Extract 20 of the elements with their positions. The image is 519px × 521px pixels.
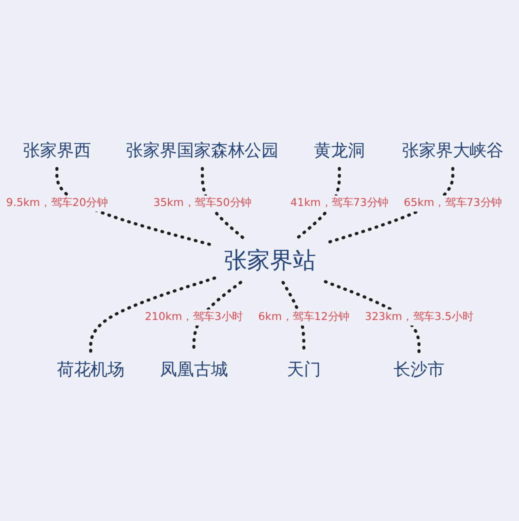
node-text: 张家界国家森林公园 xyxy=(126,142,279,161)
edge-label: 323km，驾车3.5小时 xyxy=(364,310,474,324)
node-text: 张家界大峡谷 xyxy=(402,142,504,161)
node-text: 天门 xyxy=(286,360,321,380)
edge-label: 35km，驾车50分钟 xyxy=(153,197,252,210)
node-text: 张家界站 xyxy=(224,247,316,274)
edge-label: 9.5km，驾车20分钟 xyxy=(6,197,108,210)
connector xyxy=(295,166,341,240)
connector xyxy=(200,166,246,240)
node-text: 黄龙洞 xyxy=(314,142,365,161)
node-text: 荷花机场 xyxy=(56,360,125,380)
connector xyxy=(89,276,216,354)
edge-label: 41km，驾车73分钟 xyxy=(290,197,388,210)
node-text: 凤凰古城 xyxy=(160,360,228,380)
edge-label: 65km，驾车73分钟 xyxy=(404,197,502,210)
edge-label: 6km，驾车12分钟 xyxy=(258,310,350,324)
node-text: 张家界西 xyxy=(23,142,91,161)
edge-label: 210km，驾车3小时 xyxy=(144,310,243,324)
connector xyxy=(324,280,421,354)
node-text: 长沙市 xyxy=(394,360,444,380)
